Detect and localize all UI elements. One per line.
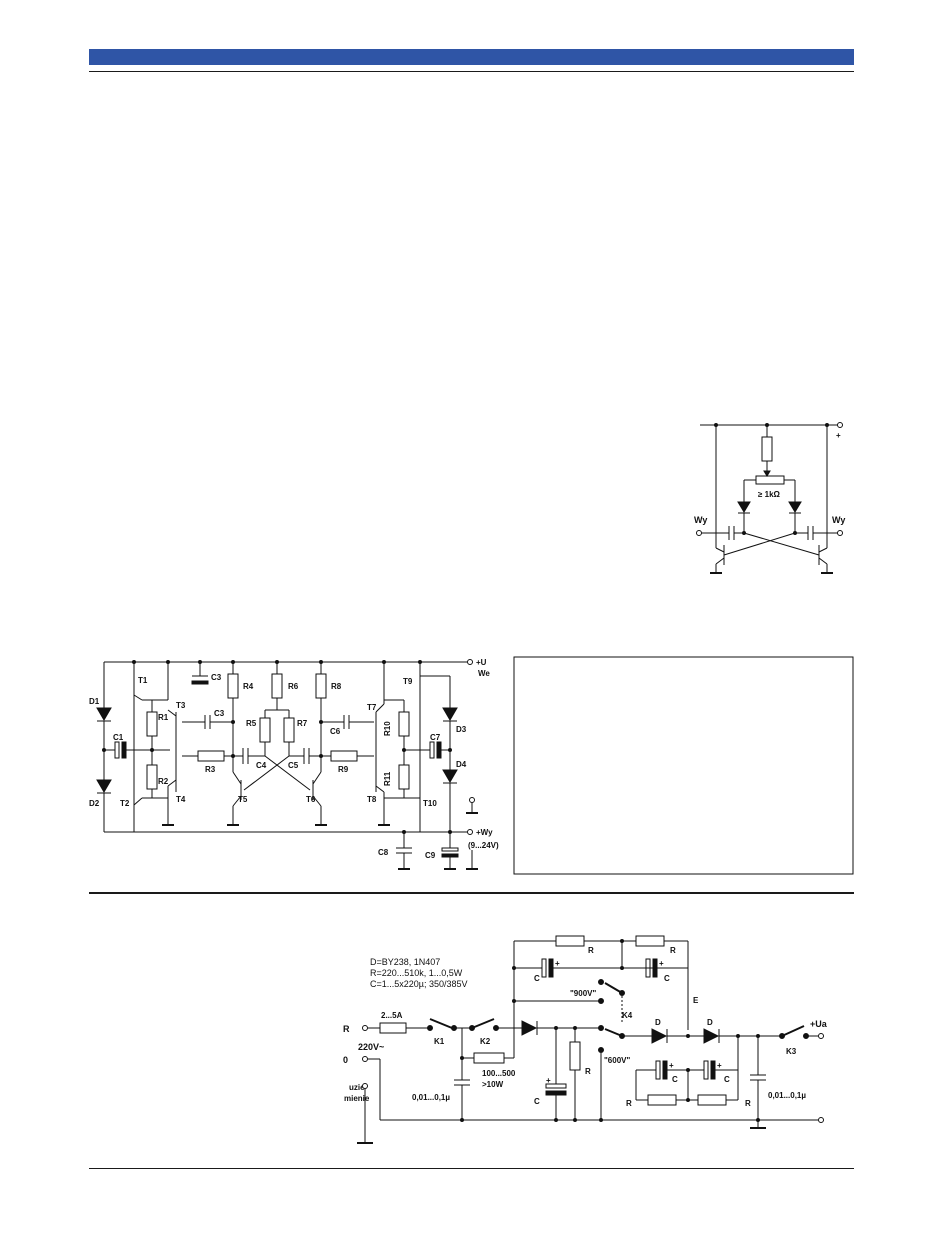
svg-text:R10: R10 <box>383 721 392 736</box>
svg-text:We: We <box>478 669 490 678</box>
svg-text:D: D <box>655 1018 661 1027</box>
svg-text:D4: D4 <box>456 760 467 769</box>
svg-text:R4: R4 <box>243 682 254 691</box>
header-rule <box>89 71 854 72</box>
footer-rule <box>89 1168 854 1169</box>
svg-text:C9: C9 <box>425 851 436 860</box>
diagram-bottom: D=BY238, 1N407 R=220...510k, 1...0,5W C=… <box>343 935 828 1144</box>
svg-text:C3: C3 <box>211 673 222 682</box>
svg-text:C6: C6 <box>330 727 341 736</box>
svg-text:D2: D2 <box>89 799 100 808</box>
svg-text:R: R <box>585 1067 591 1076</box>
svg-text:C8: C8 <box>378 848 389 857</box>
svg-text:T9: T9 <box>403 677 413 686</box>
svg-text:R5: R5 <box>246 719 257 728</box>
svg-text:C4: C4 <box>256 761 267 770</box>
svg-text:R6: R6 <box>288 682 299 691</box>
svg-text:T1: T1 <box>138 676 148 685</box>
svg-text:R: R <box>670 946 676 955</box>
svg-text:C=1...5x220µ; 350/385V: C=1...5x220µ; 350/385V <box>370 979 468 989</box>
svg-text:100...500: 100...500 <box>482 1069 516 1078</box>
svg-text:K1: K1 <box>434 1037 445 1046</box>
svg-text:uzie-: uzie- <box>349 1083 368 1092</box>
svg-text:R8: R8 <box>331 682 342 691</box>
svg-text:+: + <box>836 431 841 440</box>
svg-text:T8: T8 <box>367 795 377 804</box>
svg-text:R: R <box>588 946 594 955</box>
svg-text:R2: R2 <box>158 777 169 786</box>
svg-text:R11: R11 <box>383 771 392 786</box>
svg-text:0: 0 <box>343 1055 348 1065</box>
svg-text:T6: T6 <box>306 795 316 804</box>
svg-text:K4: K4 <box>622 1011 633 1020</box>
svg-text:220V~: 220V~ <box>358 1042 384 1052</box>
svg-text:R3: R3 <box>205 765 216 774</box>
svg-text:R: R <box>626 1099 632 1108</box>
svg-text:T5: T5 <box>238 795 248 804</box>
svg-text:+: + <box>555 959 560 968</box>
svg-text:R: R <box>745 1099 751 1108</box>
svg-text:E: E <box>693 996 699 1005</box>
svg-text:"900V": "900V" <box>570 989 596 998</box>
svg-text:K3: K3 <box>786 1047 797 1056</box>
svg-text:T7: T7 <box>367 703 377 712</box>
svg-text:C: C <box>534 1097 540 1106</box>
svg-text:C7: C7 <box>430 733 441 742</box>
svg-text:R=220...510k, 1...0,5W: R=220...510k, 1...0,5W <box>370 968 463 978</box>
svg-text:+: + <box>546 1076 551 1085</box>
svg-text:mienie: mienie <box>344 1094 370 1103</box>
svg-text:C: C <box>672 1075 678 1084</box>
svg-text:T10: T10 <box>423 799 437 808</box>
svg-text:C: C <box>664 974 670 983</box>
svg-text:K2: K2 <box>480 1037 491 1046</box>
svg-text:≥ 1kΩ: ≥ 1kΩ <box>758 490 781 499</box>
svg-text:T3: T3 <box>176 701 186 710</box>
svg-text:C: C <box>534 974 540 983</box>
svg-text:D1: D1 <box>89 697 100 706</box>
svg-text:T4: T4 <box>176 795 186 804</box>
section-divider <box>89 892 854 894</box>
svg-text:D3: D3 <box>456 725 467 734</box>
svg-text:+Ua: +Ua <box>810 1019 828 1029</box>
svg-text:(9...24V): (9...24V) <box>468 841 499 850</box>
svg-text:Wy: Wy <box>694 515 707 525</box>
svg-text:0,01...0,1µ: 0,01...0,1µ <box>412 1093 450 1102</box>
svg-text:C: C <box>724 1075 730 1084</box>
svg-text:Wy: Wy <box>832 515 845 525</box>
svg-text:C3: C3 <box>214 709 225 718</box>
svg-text:+: + <box>717 1061 722 1070</box>
diagram-middle: +U We +Wy (9...24V) D1 D2 C1 T1 T2 <box>89 656 854 875</box>
svg-text:C5: C5 <box>288 761 299 770</box>
svg-text:"600V": "600V" <box>604 1056 630 1065</box>
svg-text:+: + <box>659 959 664 968</box>
svg-text:C1: C1 <box>113 733 124 742</box>
svg-text:R7: R7 <box>297 719 308 728</box>
diagram-top-right: + ≥ 1kΩ <box>694 422 845 574</box>
svg-text:>10W: >10W <box>482 1080 504 1089</box>
svg-text:D: D <box>707 1018 713 1027</box>
svg-text:2...5A: 2...5A <box>381 1011 403 1020</box>
svg-text:D=BY238, 1N407: D=BY238, 1N407 <box>370 957 440 967</box>
svg-text:+Wy: +Wy <box>476 828 493 837</box>
svg-text:T2: T2 <box>120 799 130 808</box>
svg-text:R1: R1 <box>158 713 169 722</box>
svg-text:+: + <box>669 1061 674 1070</box>
svg-text:+U: +U <box>476 658 487 667</box>
svg-text:0,01...0,1µ: 0,01...0,1µ <box>768 1091 806 1100</box>
header-bar <box>89 49 854 65</box>
svg-text:R: R <box>343 1024 350 1034</box>
svg-text:R9: R9 <box>338 765 349 774</box>
